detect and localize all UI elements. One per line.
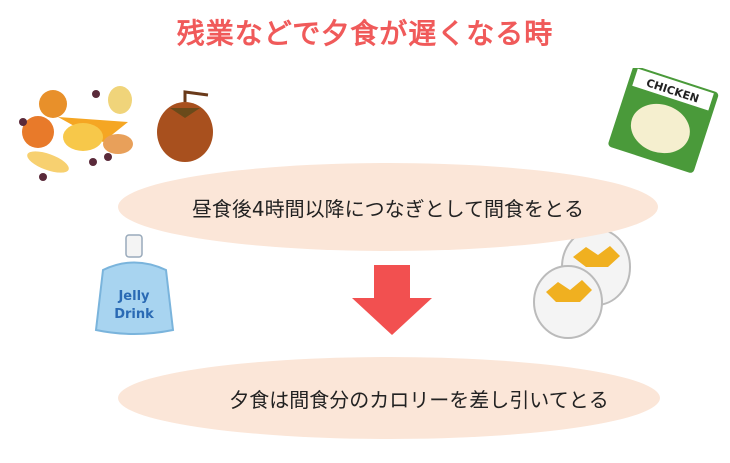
boiled-eggs-illustration	[533, 228, 631, 339]
down-arrow-icon	[352, 265, 432, 335]
jelly-label: Jelly	[117, 289, 150, 304]
jelly-drink-illustration: Jelly Drink	[94, 234, 175, 335]
drink-label: Drink	[114, 307, 154, 322]
page-title: 残業などで夕食が遅くなる時	[176, 17, 554, 50]
step-2-text: 夕食は間食分のカロリーを差し引いてとる	[229, 387, 609, 412]
salad-chicken-illustration: CHICKEN	[608, 68, 719, 173]
step-2-bubble: 夕食は間食分のカロリーを差し引いてとる	[118, 357, 660, 439]
step-1-bubble: 昼食後4時間以降につなぎとして間食をとる	[118, 163, 658, 251]
dried-persimmon-illustration	[157, 90, 213, 162]
dried-fruit-illustration	[19, 86, 133, 181]
step-1-text: 昼食後4時間以降につなぎとして間食をとる	[191, 196, 585, 221]
